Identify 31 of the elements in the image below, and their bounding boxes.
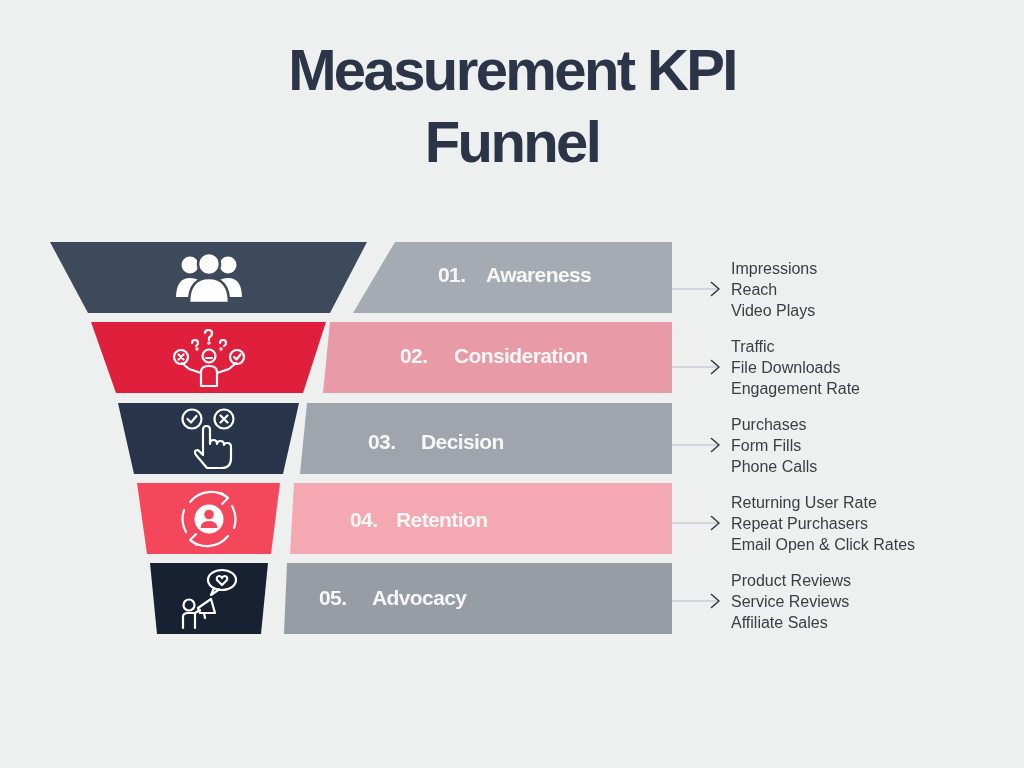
- title: Measurement KPI Funnel: [287, 36, 737, 176]
- arrow: [671, 359, 720, 375]
- arrow: [671, 515, 720, 531]
- step-number: 02.: [400, 343, 428, 369]
- stage-title: Decision: [421, 429, 504, 455]
- kpi-item: Phone Calls: [731, 456, 818, 477]
- kpi-item: Impressions: [731, 258, 818, 279]
- arrow: [671, 437, 720, 453]
- kpi-item: Affiliate Sales: [731, 612, 828, 633]
- step-number: 05.: [319, 585, 347, 611]
- stage-title: Awareness: [486, 262, 592, 288]
- kpi-item: Engagement Rate: [731, 378, 860, 399]
- kpi-item: Product Reviews: [731, 570, 852, 591]
- kpi-item: Video Plays: [731, 300, 816, 321]
- kpi-item: Service Reviews: [731, 591, 850, 612]
- kpi-item: Repeat Purchasers: [731, 513, 868, 534]
- arrow: [671, 593, 720, 609]
- stage-title: Retention: [396, 507, 488, 533]
- kpi-item: Purchases: [731, 414, 807, 435]
- kpi-item: Form Fills: [731, 435, 802, 456]
- kpi-item: File Downloads: [731, 357, 841, 378]
- arrow: [671, 281, 720, 297]
- stage-title: Consideration: [454, 343, 588, 369]
- kpi-item: Reach: [731, 279, 778, 300]
- stage-title: Advocacy: [372, 585, 467, 611]
- kpi-item: Traffic: [731, 336, 775, 357]
- kpi-item: Returning User Rate: [731, 492, 877, 513]
- step-number: 01.: [438, 262, 466, 288]
- kpi-item: Email Open & Click Rates: [731, 534, 916, 555]
- step-number: 03.: [368, 429, 396, 455]
- step-number: 04.: [350, 507, 378, 533]
